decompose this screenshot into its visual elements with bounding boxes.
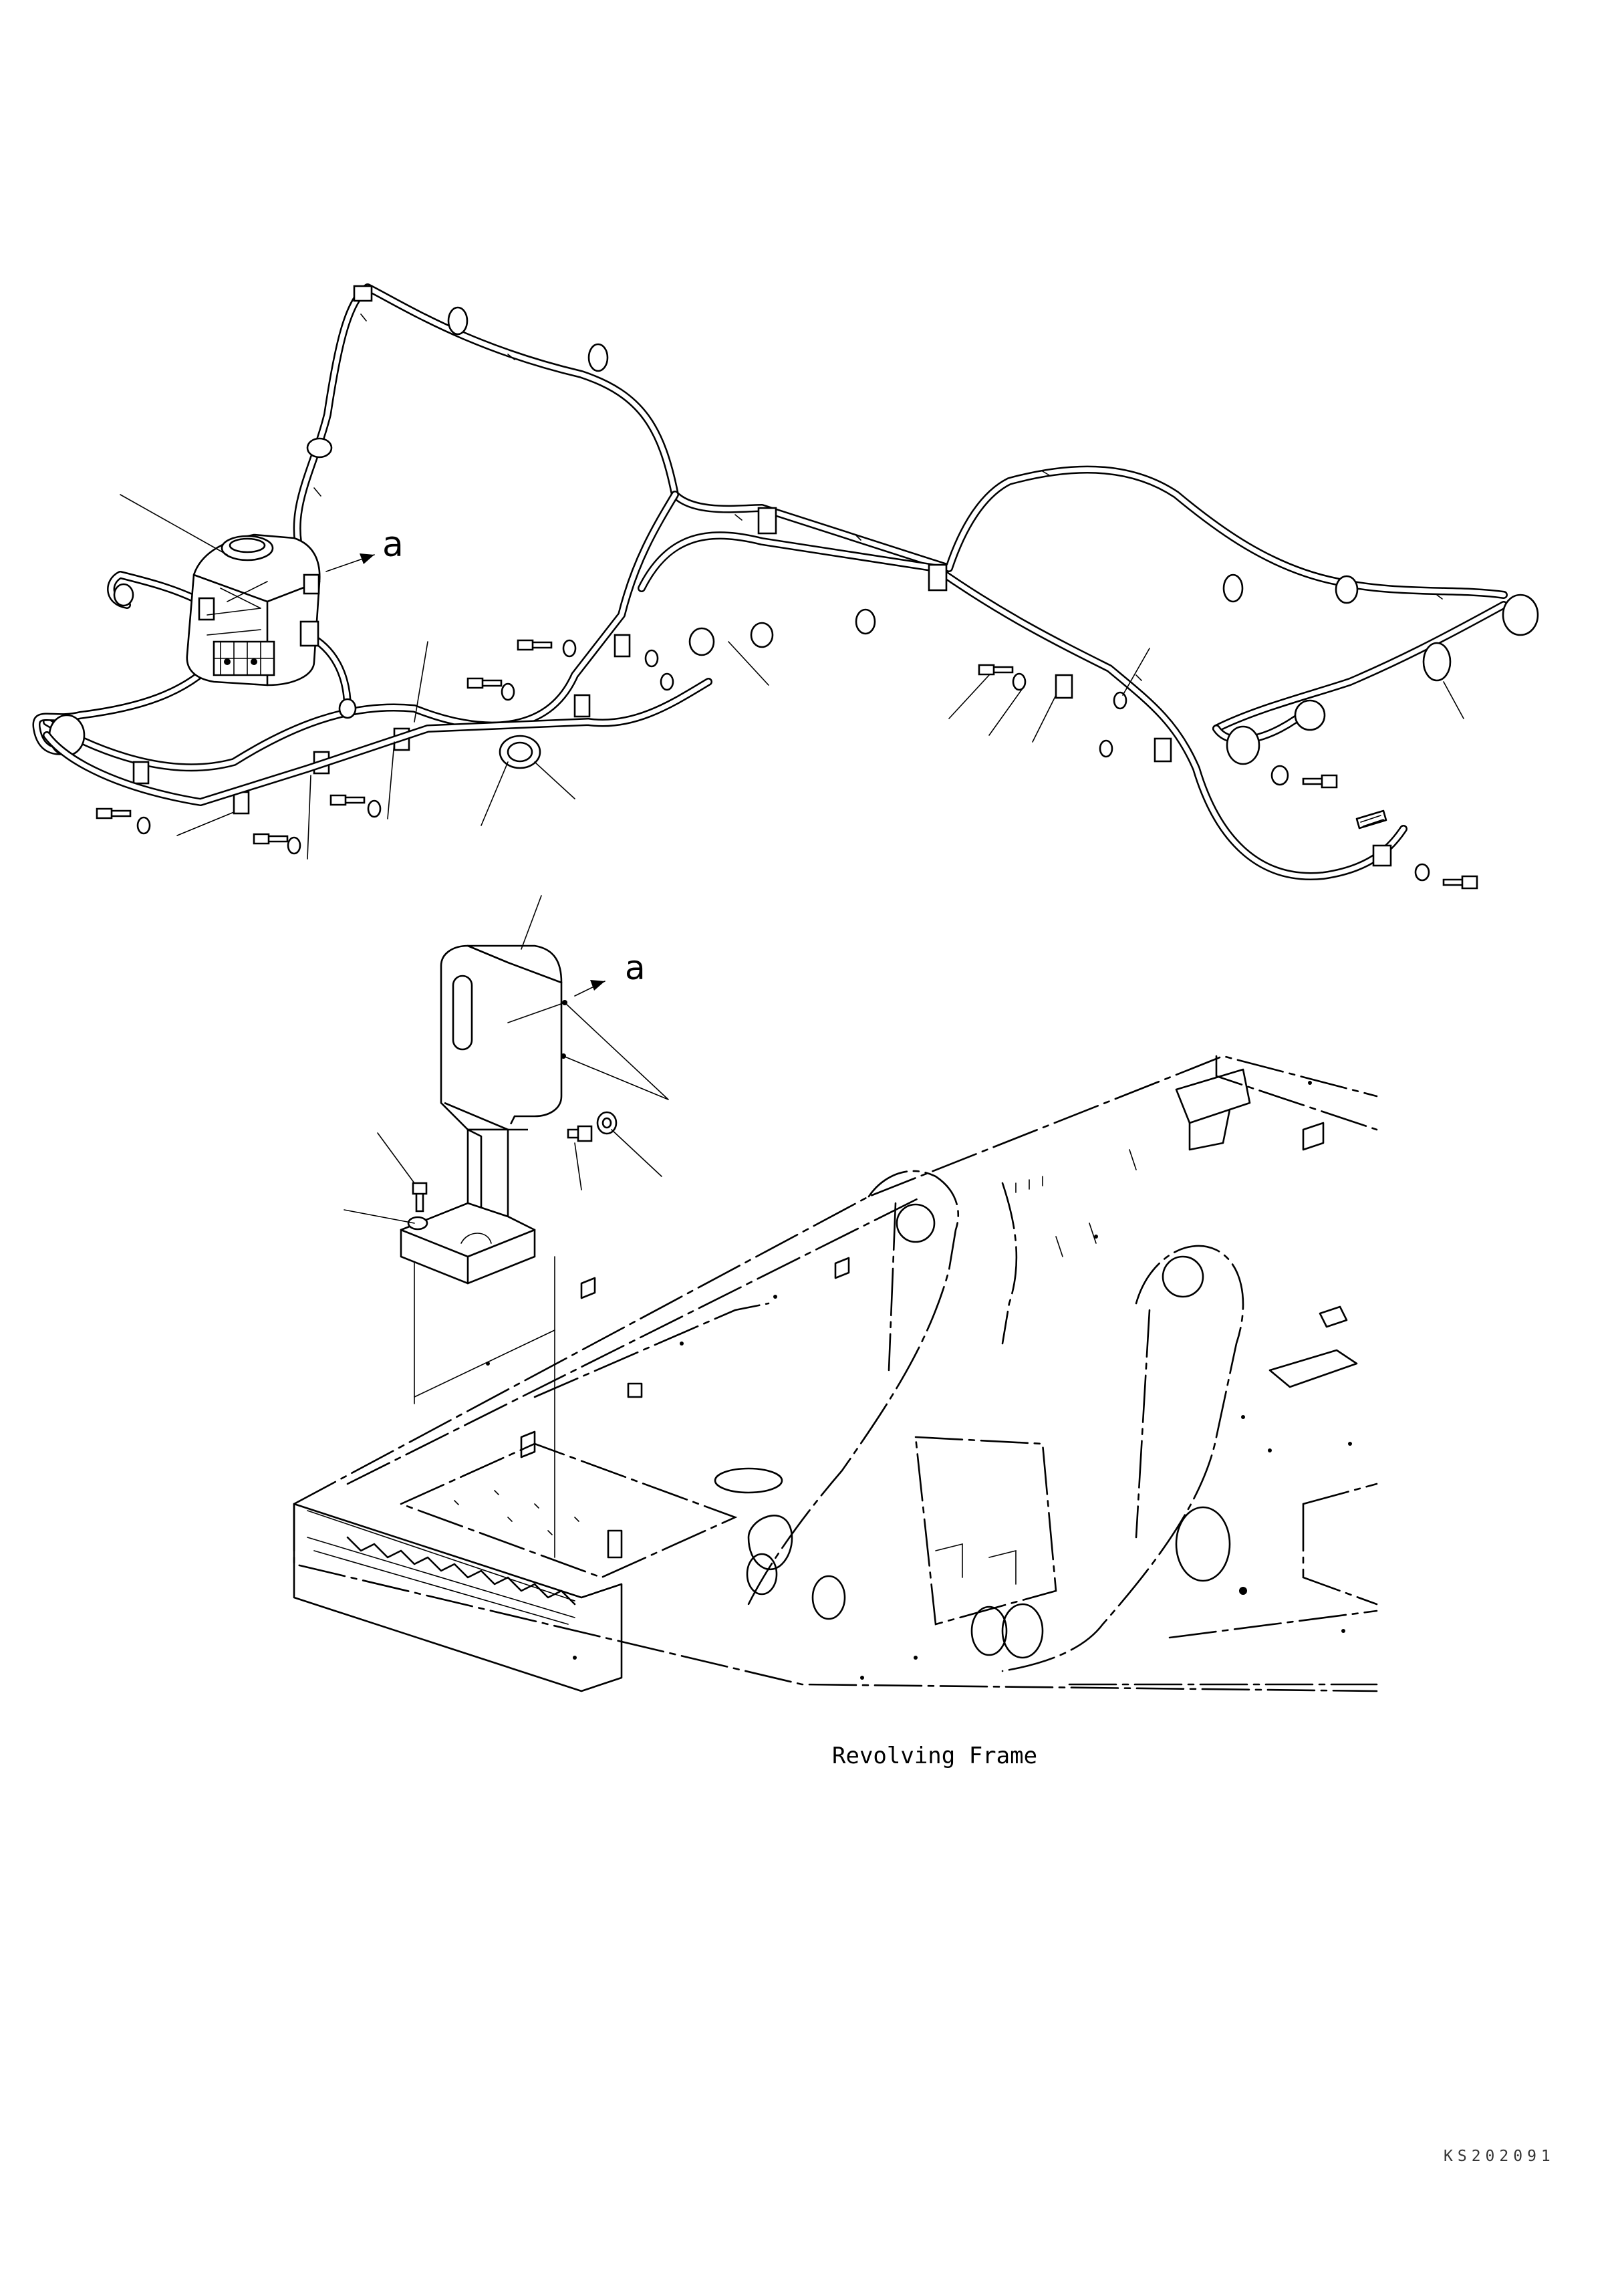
view-marker-label: a	[382, 525, 404, 565]
bolt-icon	[517, 639, 553, 651]
bracket-icon	[928, 563, 948, 592]
bracket-icon	[757, 507, 777, 535]
hose-clamp-icon	[750, 622, 774, 648]
drawing-code: KS202091	[1444, 2148, 1555, 2165]
washer-icon	[644, 649, 659, 668]
bracket-icon	[233, 791, 250, 815]
hose-clamp-icon	[113, 583, 134, 607]
hose-clamps	[48, 306, 1539, 765]
hose-clamp-icon	[1422, 642, 1452, 682]
washer-icon	[596, 1111, 618, 1135]
bracket-icon	[353, 285, 373, 302]
hose-clamp-icon	[688, 627, 715, 656]
washer-tank-icon	[186, 533, 321, 686]
fasteners-upper	[96, 639, 1478, 890]
hose-clamp-icon	[1226, 725, 1260, 765]
tank-bracket-icon	[400, 944, 567, 1285]
view-marker-top: a	[325, 525, 404, 572]
hose-clamp-icon	[1222, 573, 1244, 603]
bolt-icon	[412, 1182, 428, 1213]
hose-clamp-icon	[338, 698, 357, 719]
hose-clamp-icon	[1502, 594, 1539, 636]
bolt-icon	[96, 807, 132, 819]
bracket-icon	[132, 761, 150, 785]
hose-clamp-icon	[1335, 575, 1359, 604]
washer-icon	[1012, 672, 1027, 691]
bracket-icon	[573, 694, 591, 718]
washer-icon	[136, 816, 151, 835]
bracket-icon	[1055, 674, 1073, 699]
bracket-icon	[1154, 737, 1172, 763]
washer-icon	[660, 672, 674, 691]
hose-clamp-icon	[447, 306, 468, 336]
washer-icon	[407, 1216, 428, 1231]
bolt-icon	[253, 833, 289, 845]
washer-icon	[1414, 863, 1430, 882]
washer-icon	[1113, 691, 1127, 710]
washer-hose-route	[32, 283, 1508, 880]
leader-lines-middle	[344, 895, 669, 1558]
bolt-icon	[329, 794, 366, 806]
bolt-icon	[978, 664, 1014, 676]
leader-lines-upper	[120, 494, 1464, 860]
hose-clamp-icon	[306, 437, 333, 459]
revolving-frame-icon	[293, 1055, 1378, 1692]
nozzle-fitting	[1355, 809, 1387, 830]
washer-icon	[501, 682, 515, 701]
bolt-icon	[567, 1125, 593, 1142]
hose-clamp-icon	[1294, 699, 1326, 731]
bracket-icon	[614, 634, 631, 658]
view-marker-bottom: a	[574, 948, 646, 997]
washer-icon	[1099, 739, 1113, 758]
fasteners-middle	[407, 1111, 618, 1231]
bracket-icon	[1372, 844, 1392, 867]
hose-clamp-icon	[587, 343, 609, 372]
figure-caption: Revolving Frame	[832, 1743, 1037, 1769]
grommet-icon	[499, 735, 541, 769]
washer-icon	[1270, 765, 1289, 786]
washer-icon	[287, 836, 301, 855]
bolt-icon	[1442, 875, 1478, 890]
washer-icon	[367, 799, 382, 818]
bolt-icon	[466, 677, 503, 689]
bolt-icon	[1302, 774, 1338, 789]
washer-icon	[562, 639, 577, 658]
view-marker-label: a	[625, 948, 646, 987]
hose-clamp-icon	[855, 608, 876, 635]
